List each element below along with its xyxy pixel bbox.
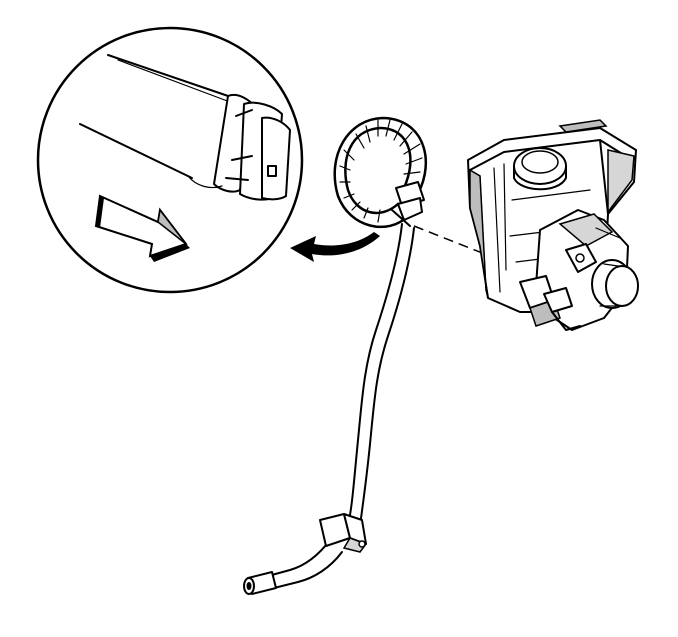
hose-retaining-clip bbox=[319, 513, 368, 553]
callout-arrow-icon bbox=[290, 232, 380, 262]
inset-tube bbox=[79, 54, 235, 179]
direction-arrow-icon bbox=[94, 194, 190, 262]
corrugation-ribs bbox=[339, 119, 423, 223]
return-hose bbox=[243, 223, 415, 595]
reservoir-cap bbox=[513, 147, 567, 191]
corrugated-hose-section bbox=[333, 116, 428, 229]
magnified-inset-view bbox=[36, 26, 304, 294]
hose-end-quick-connector bbox=[187, 94, 291, 201]
hose-end-fitting bbox=[243, 571, 277, 595]
pump-pulley bbox=[591, 259, 639, 309]
power-steering-pump-with-reservoir bbox=[467, 119, 639, 331]
